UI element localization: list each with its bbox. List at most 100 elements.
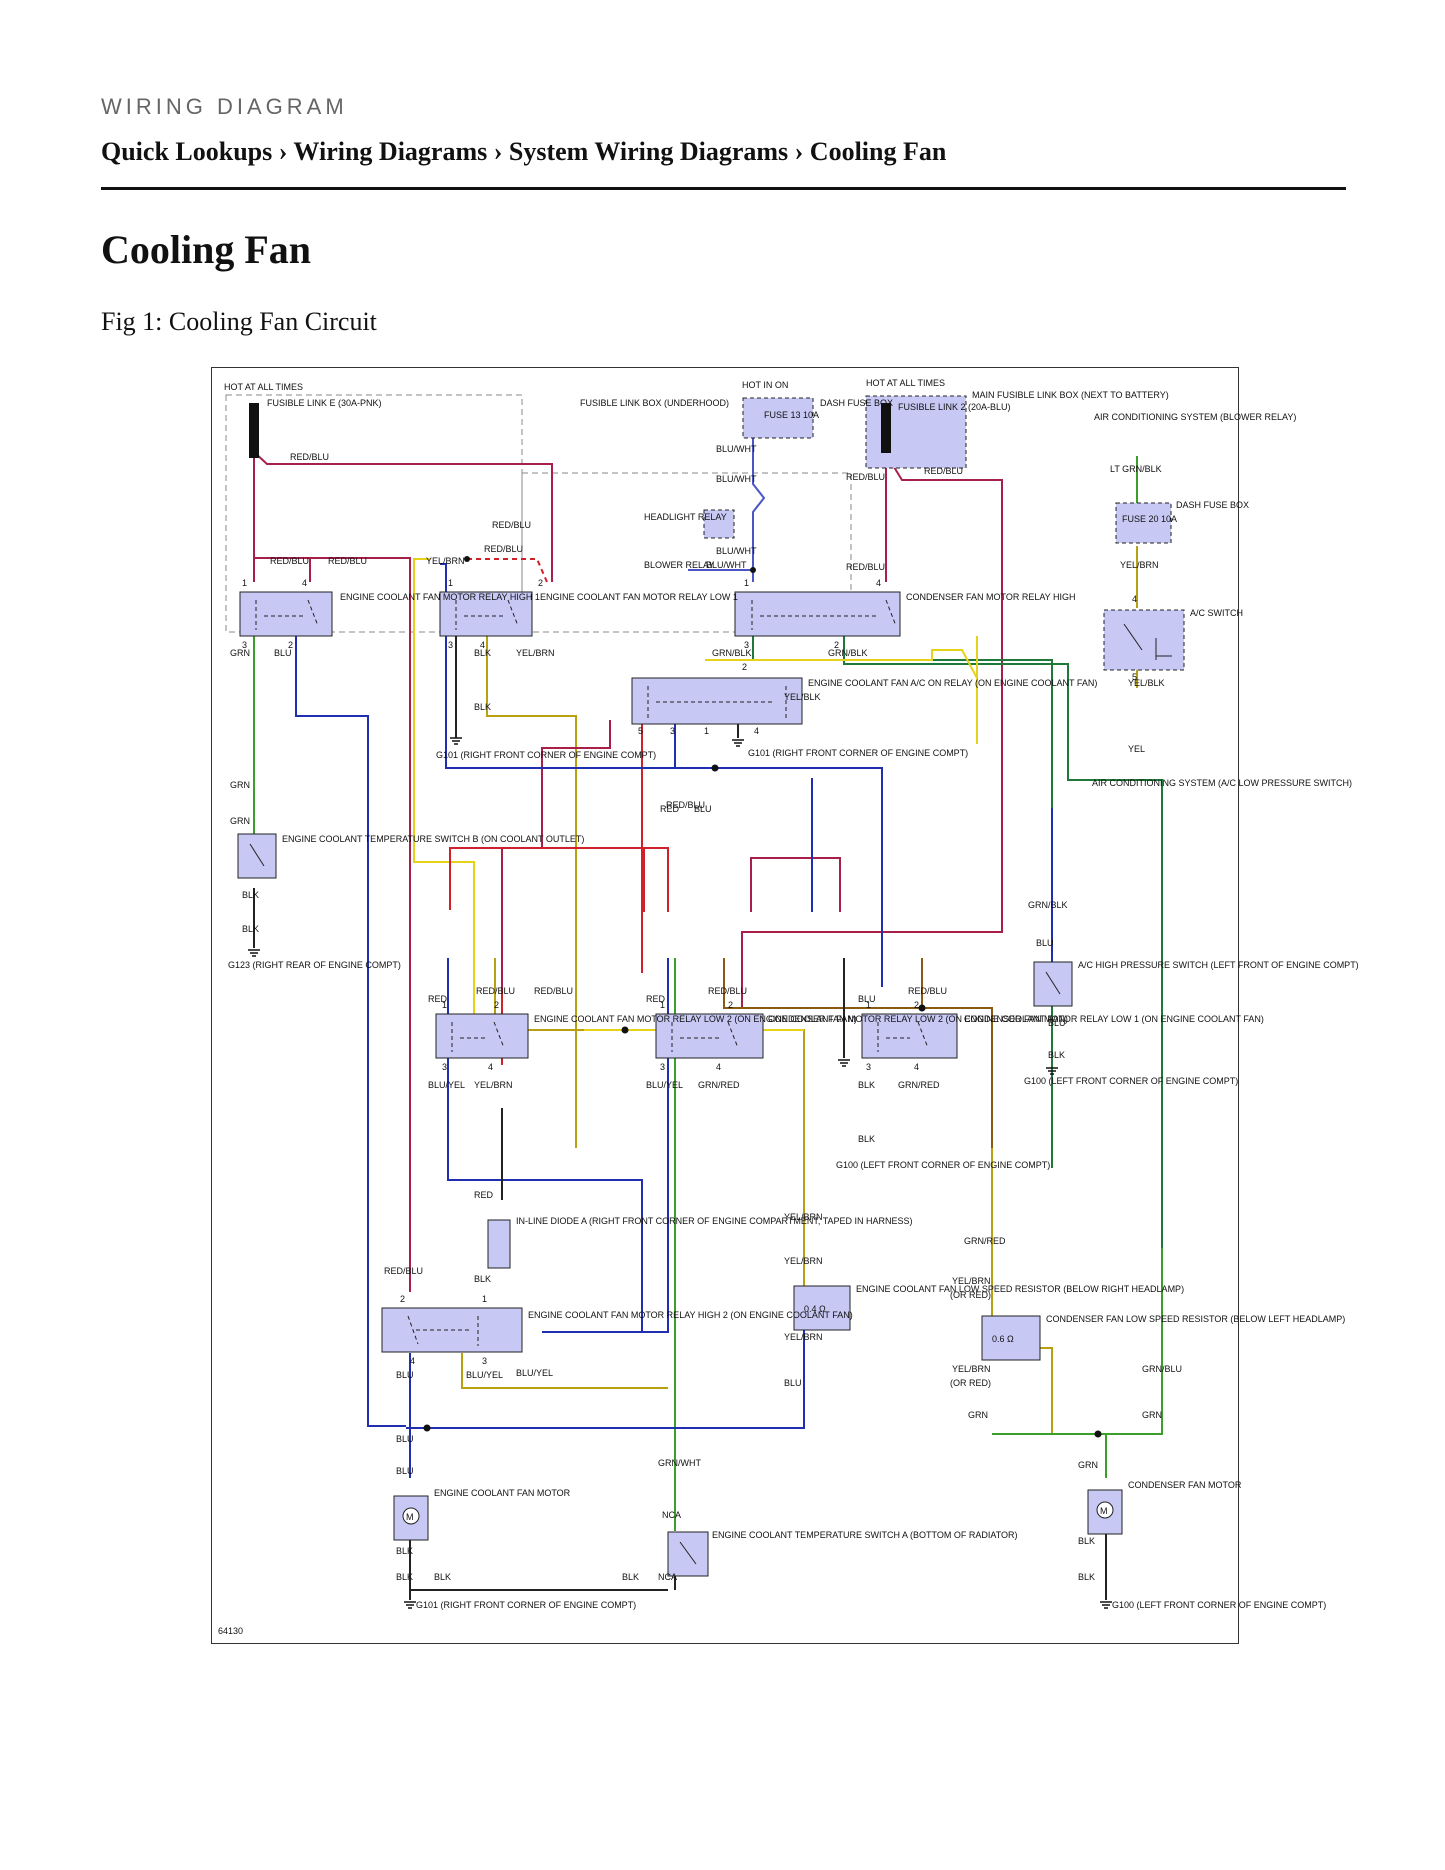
tag-blk: BLK xyxy=(858,1080,875,1090)
pin-4: 4 xyxy=(488,1062,493,1072)
tag-red-blu: RED/BLU xyxy=(908,986,947,996)
fusible-link-e xyxy=(249,403,259,458)
inline-diode-a xyxy=(487,1219,511,1269)
tag-red-blu: RED/BLU xyxy=(846,472,885,482)
pin-3: 3 xyxy=(442,1062,447,1072)
pin-4: 4 xyxy=(1132,594,1137,604)
tag-grn-blk: GRN/BLK xyxy=(712,648,752,658)
relay-high-1 xyxy=(239,591,333,637)
pin-3: 3 xyxy=(866,1062,871,1072)
tag-blk: BLK xyxy=(242,890,259,900)
tag-grn: GRN xyxy=(230,648,250,658)
tag-grn-red: GRN/RED xyxy=(964,1236,1006,1246)
tag-blk: BLK xyxy=(474,648,491,658)
pin-3: 3 xyxy=(482,1356,487,1366)
pin-1: 1 xyxy=(744,578,749,588)
pin-3: 3 xyxy=(744,640,749,650)
tag-blu-wht: BLU/WHT xyxy=(716,546,757,556)
tag-yel-brn: YEL/BRN xyxy=(474,1080,513,1090)
wiring-diagram-figure: HOT AT ALL TIMES FUSIBLE LINK E (30A-PNK… xyxy=(211,367,1359,1644)
tag-yel-brn: YEL/BRN xyxy=(516,648,555,658)
label-motor-m-1: M xyxy=(406,1512,414,1522)
tag-blk: BLK xyxy=(1078,1536,1095,1546)
tag-red-blu: RED/BLU xyxy=(924,466,963,476)
tag-blk: BLK xyxy=(1048,1050,1065,1060)
label-g101-a: G101 (RIGHT FRONT CORNER OF ENGINE COMPT… xyxy=(436,750,656,760)
tag-lt-grn-blk: LT GRN/BLK xyxy=(1110,464,1162,474)
tag-blu: BLU xyxy=(1036,938,1054,948)
wires xyxy=(253,432,1163,1600)
label-g100-c: G100 (LEFT FRONT CORNER OF ENGINE COMPT) xyxy=(1112,1600,1326,1610)
relay-switch-symbols xyxy=(249,599,1172,1565)
tag-yel-brn: YEL/BRN xyxy=(784,1332,823,1342)
tag-blu: BLU xyxy=(1048,1018,1066,1028)
tag-yel-brn: YEL/BRN xyxy=(784,1256,823,1266)
label-g100-b: G100 (LEFT FRONT CORNER OF ENGINE COMPT) xyxy=(836,1160,1050,1170)
tag-red: RED xyxy=(428,994,448,1004)
tag-grn-blk: GRN/BLK xyxy=(828,648,868,658)
tag-red-blu: RED/BLU xyxy=(270,556,309,566)
pin-4: 4 xyxy=(716,1062,721,1072)
tag-red: RED xyxy=(646,994,666,1004)
pin-1: 1 xyxy=(866,1000,871,1010)
tag-red: RED xyxy=(474,1190,494,1200)
condenser-fan-motor-symbol xyxy=(1096,1501,1114,1519)
label-ac-switch: A/C SWITCH xyxy=(1190,608,1243,618)
tag-yel-brn: YEL/BRN xyxy=(1120,560,1159,570)
tag-blu: BLU xyxy=(396,1466,414,1476)
pin-4: 4 xyxy=(754,726,759,736)
pin-1: 1 xyxy=(442,1000,447,1010)
tag-grn-blk: GRN/BLK xyxy=(1028,900,1068,910)
engine-fan-low-speed-resistor xyxy=(793,1285,851,1331)
tag-blu: BLU xyxy=(858,994,876,1004)
label-fusible-link-box: FUSIBLE LINK BOX (UNDERHOOD) xyxy=(580,398,729,408)
tag-blu-yel: BLU/YEL xyxy=(516,1368,553,1378)
label-ac-high-pressure: A/C HIGH PRESSURE SWITCH (LEFT FRONT OF … xyxy=(1078,960,1359,970)
label-relay-high-2: ENGINE COOLANT FAN MOTOR RELAY HIGH 2 (O… xyxy=(528,1310,853,1320)
engine-fan-motor-symbol xyxy=(402,1507,420,1525)
diagram-labels: HOT AT ALL TIMES FUSIBLE LINK E (30A-PNK… xyxy=(218,378,1359,1636)
label-relay-cond-low-2: CONDENSER FAN MOTOR RELAY LOW 2 (ON ENGI… xyxy=(768,1014,1068,1024)
pin-2: 2 xyxy=(834,640,839,650)
pin-3: 3 xyxy=(670,726,675,736)
tag-yel: YEL xyxy=(1128,744,1145,754)
tag-yel-brn: YEL/BRN xyxy=(784,1212,823,1222)
label-relay-low-1: ENGINE COOLANT FAN MOTOR RELAY LOW 1 xyxy=(540,592,738,602)
ect-switch-a xyxy=(667,1531,709,1577)
tag-blk: BLK xyxy=(396,1572,413,1582)
tag-blu-wht: BLU/WHT xyxy=(716,444,757,454)
tag-blu-wht: BLU/WHT xyxy=(706,560,747,570)
label-diode: IN-LINE DIODE A (RIGHT FRONT CORNER OF E… xyxy=(516,1216,913,1226)
label-fuse20: FUSE 20 10A xyxy=(1122,514,1177,524)
pin-2: 2 xyxy=(742,662,747,672)
breadcrumb[interactable]: Quick Lookups › Wiring Diagrams › System… xyxy=(101,137,947,166)
pin-1: 1 xyxy=(660,1000,665,1010)
pin-2: 2 xyxy=(400,1294,405,1304)
tag-grn: GRN xyxy=(1078,1460,1098,1470)
label-relay-ac-on: ENGINE COOLANT FAN A/C ON RELAY (ON ENGI… xyxy=(808,678,1097,688)
tag-grn-red: GRN/RED xyxy=(698,1080,740,1090)
tag-blu-yel: BLU/YEL xyxy=(466,1370,503,1380)
tag-red-blu: RED/BLU xyxy=(534,986,573,996)
label-motor-m-2: M xyxy=(1100,1506,1108,1516)
label-ac-low-pressure: AIR CONDITIONING SYSTEM (A/C LOW PRESSUR… xyxy=(1092,778,1352,788)
tag-blk: BLK xyxy=(474,702,491,712)
figure-caption: Fig 1: Cooling Fan Circuit xyxy=(101,307,377,336)
label-hot2: HOT AT ALL TIMES xyxy=(866,378,945,388)
pin-4: 4 xyxy=(410,1356,415,1366)
ac-switch xyxy=(1103,609,1185,671)
page-title: Cooling Fan xyxy=(101,227,312,272)
tag-nca: NCA xyxy=(662,1510,681,1520)
pin-3: 3 xyxy=(660,1062,665,1072)
fuse-20 xyxy=(1115,502,1172,544)
fusible-link-box-extension xyxy=(521,472,852,633)
tag-blu: BLU xyxy=(396,1434,414,1444)
pin-2: 2 xyxy=(914,1000,919,1010)
label-headlight-relay: HEADLIGHT RELAY xyxy=(644,512,727,522)
tag-red-blu: RED/BLU xyxy=(328,556,367,566)
pin-2: 2 xyxy=(728,1000,733,1010)
wiring-diagram: HOT AT ALL TIMES FUSIBLE LINK E (30A-PNK… xyxy=(218,378,1359,1636)
label-g101-b: G101 (RIGHT FRONT CORNER OF ENGINE COMPT… xyxy=(748,748,968,758)
condenser-fan-low-speed-resistor xyxy=(981,1315,1041,1361)
tag-or-red: (OR RED) xyxy=(950,1378,991,1388)
